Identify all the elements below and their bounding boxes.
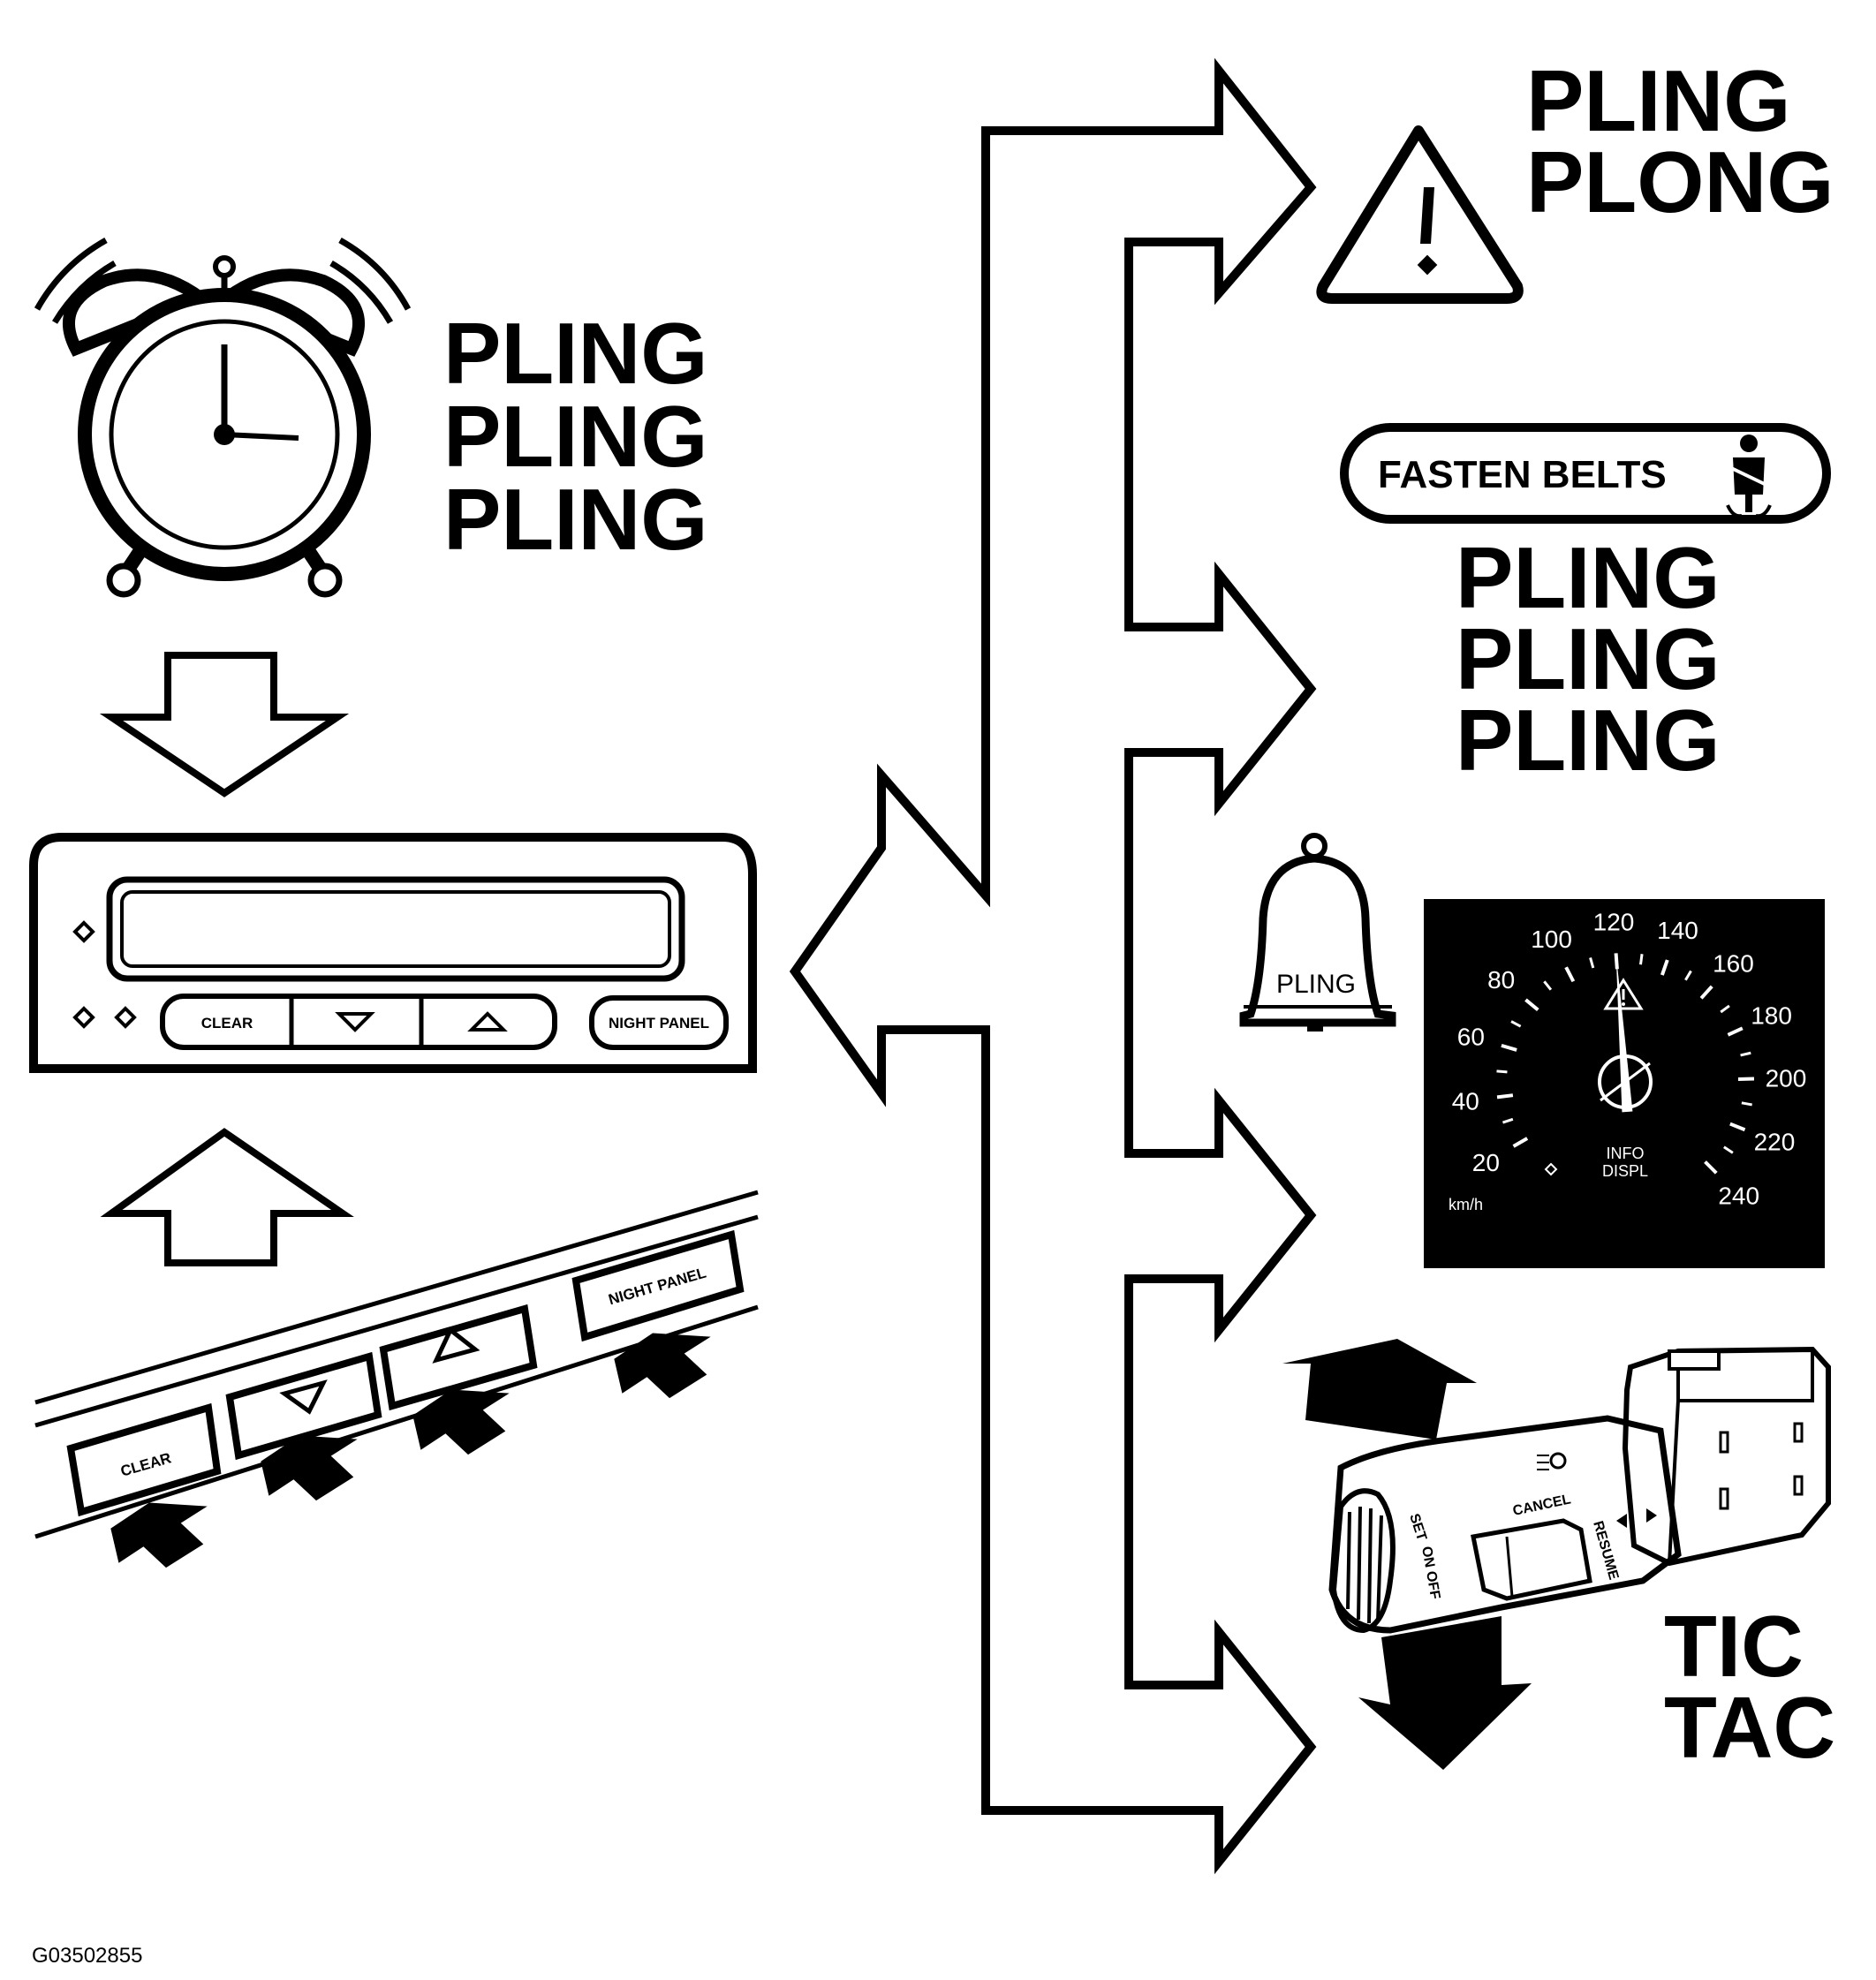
fasten-belts-indicator [1340,423,1831,524]
speedometer-needle [1615,953,1633,1113]
indicator-diamond-icon [114,1006,137,1029]
warning-sound-line-2: PLONG [1526,133,1834,230]
warning-triangle-icon [1316,125,1524,304]
info-display-unit [29,833,757,1073]
button-strip [34,1190,759,1539]
speedometer-tick [1740,1051,1751,1057]
speed-unit-label: km/h [1449,1196,1483,1213]
bell-label: PLING [1276,970,1356,999]
speedometer-tick [1639,954,1644,965]
stalk-sound-line-1: TIC [1664,1598,1804,1695]
speedometer-diamond-icon [1544,1162,1558,1176]
speedometer-scale-label: 180 [1751,1001,1792,1029]
seatbelt-sound-line-3: PLING [1456,691,1720,789]
speedometer-scale-label: 100 [1531,926,1572,953]
seatbelt-person-icon [1726,435,1773,518]
alarm-sound-line-1: PLING [443,305,707,402]
press-arrow-icon [412,1389,510,1455]
speedometer-tick [1729,1122,1746,1132]
speedometer-tick [1501,1043,1517,1052]
speedometer-scale-labels: 20 40 60 80 100 120 140 160 180 200 220 240 [1452,908,1807,1209]
fasten-belts-label: FASTEN BELTS [1378,453,1667,496]
speedometer-warning-icon [1603,978,1644,1010]
arrow-up-icon [100,1128,354,1266]
press-arrow-icon [614,1333,711,1399]
stalk-cancel-label: CANCEL [1511,1492,1572,1519]
strip-clear-button[interactable]: CLEAR [118,1449,173,1479]
speedometer-tick [1496,1093,1514,1100]
display-night-panel-frame [589,995,729,1050]
speedometer-tick [1699,985,1713,1000]
info-display-label-line-1: INFO [1607,1145,1645,1162]
branching-arrow-outline [789,57,1317,1875]
speedometer-scale-label: 20 [1472,1149,1500,1176]
bell-icon [1239,833,1396,1032]
strip-down-triangle-icon[interactable] [279,1379,328,1415]
speedometer-tick [1720,1004,1730,1014]
speedometer-tick [1727,1026,1744,1037]
speedometer-tick [1723,1145,1734,1154]
speedometer-scale-label: 160 [1713,949,1754,977]
display-night-panel-button[interactable]: NIGHT PANEL [609,1015,709,1032]
speedometer-scale-label: 80 [1487,966,1515,994]
speedometer-tick [1502,1117,1514,1124]
arrow-down-icon [99,652,350,797]
seatbelt-sound-line-1: PLING [1456,529,1720,626]
speedometer-tick [1564,966,1576,983]
stalk-set-label: SET [1406,1512,1429,1543]
speedometer-ticks [1496,953,1755,1175]
speedometer-tick [1510,1020,1522,1028]
up-triangle-icon[interactable] [467,1011,508,1032]
alarm-sound-line-3: PLING [443,471,707,568]
alarm-sound-line-2: PLING [443,388,707,485]
speedometer-scale-label: 120 [1593,908,1635,935]
reference-code: G03502855 [32,1944,142,1968]
down-arrow-icon [1358,1616,1532,1770]
alarm-clock-icon [34,237,412,598]
speedometer-tick [1741,1101,1752,1107]
cruise-control-stalk [1328,1346,1831,1634]
speedometer-scale-label: 140 [1657,917,1698,944]
stalk-on-off-label: ON OFF [1418,1545,1442,1601]
indicator-diamond-icon [72,1006,95,1029]
speedometer: 20 40 60 80 100 120 140 160 180 200 220 240 INFO DI… [1424,899,1825,1268]
stalk-resume-label: RESUME [1590,1519,1621,1582]
indicator-diamond-icon [72,920,95,943]
speedometer-scale-label: 220 [1754,1129,1796,1156]
speedometer-tick [1660,959,1669,976]
down-triangle-icon[interactable] [335,1012,375,1032]
speedometer-tick [1684,970,1692,981]
press-arrow-icon [261,1435,358,1501]
speedometer-tick [1589,957,1595,969]
warning-sound-line-1: PLING [1526,52,1790,149]
speedometer-tick [1512,1137,1529,1148]
press-arrow-icon [110,1502,208,1568]
speedometer-scale-label: 240 [1718,1183,1759,1210]
speedometer-scale-label: 60 [1457,1024,1485,1051]
strip-up-triangle-icon[interactable] [432,1326,480,1364]
speedometer-scale-label: 200 [1766,1065,1807,1092]
seatbelt-sound-line-2: PLING [1456,610,1720,707]
up-arrow-icon [1282,1339,1477,1440]
speedometer-scale-label: 40 [1452,1088,1479,1115]
stalk-sound-line-2: TAC [1664,1679,1835,1776]
speedometer-tick [1543,980,1553,991]
speedometer-tick [1524,998,1539,1012]
info-display-label-line-2: DISPL [1602,1162,1648,1180]
display-clear-button[interactable]: CLEAR [201,1015,253,1032]
speedometer-tick [1496,1069,1508,1074]
speedometer-tick [1704,1160,1718,1175]
